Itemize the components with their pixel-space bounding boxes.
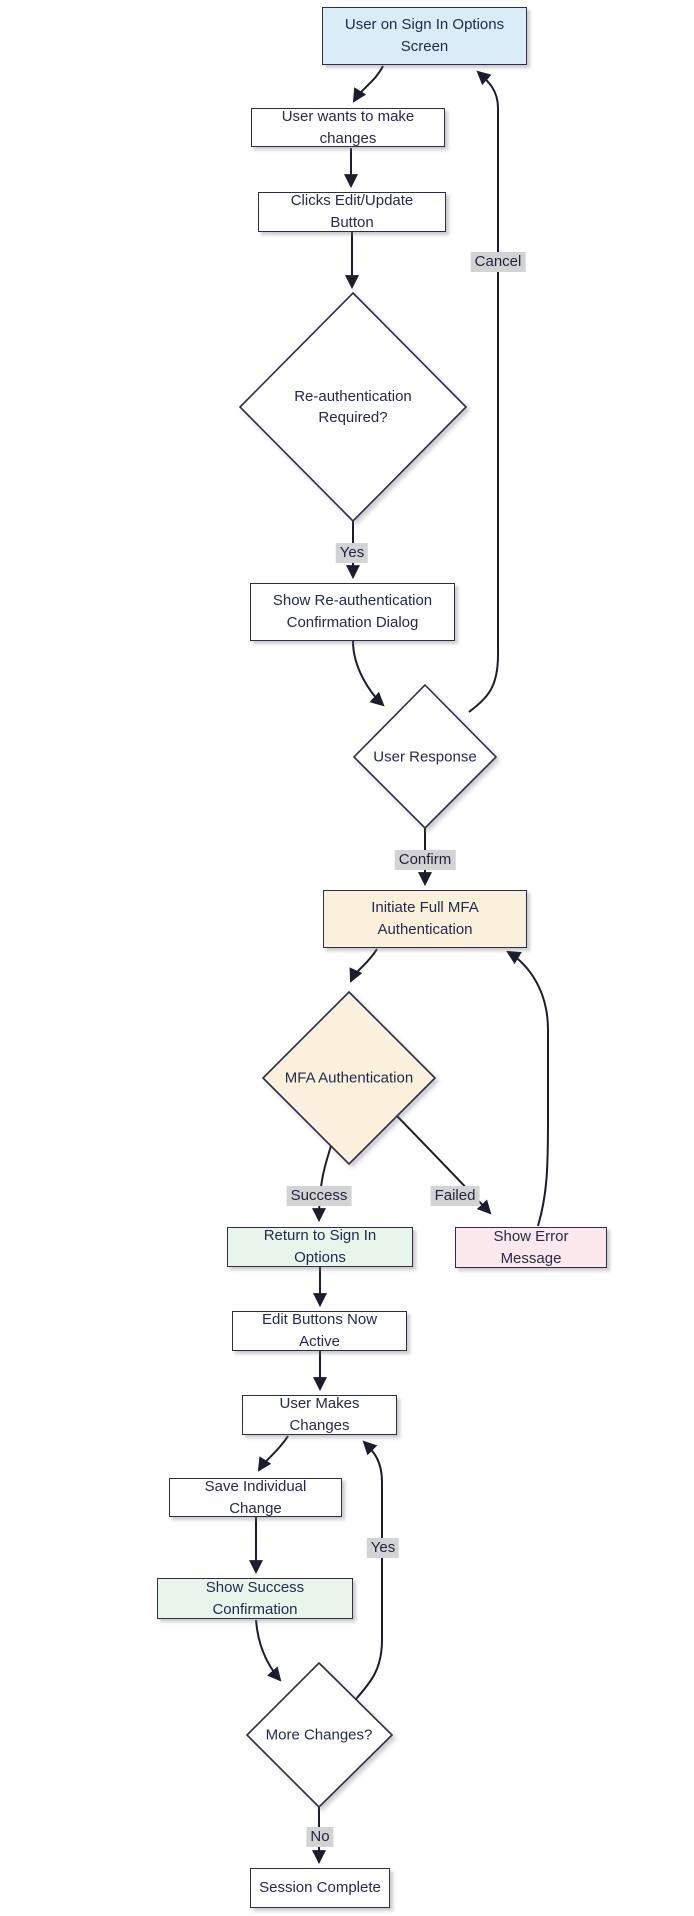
edge-label-yes-more: Yes — [366, 1538, 400, 1558]
node-label: Initiate Full MFA Authentication — [371, 899, 479, 938]
node-label: User Makes Changes — [279, 1395, 360, 1434]
node-mfa-authentication-shape — [261, 990, 437, 1166]
node-label: Clicks Edit/Update Button — [290, 192, 414, 231]
node-reauth-required-shape — [238, 291, 468, 523]
node-edit-buttons-active: Edit Buttons Now Active — [232, 1311, 407, 1351]
node-clicks-edit-button: Clicks Edit/Update Button — [258, 192, 446, 232]
edge-mfaauth-to-showerror-failed — [396, 1115, 492, 1215]
node-user-on-sign-in-options: User on Sign In Options Screen — [322, 7, 527, 65]
node-label: Show Re-authentication Confirmation Dial… — [272, 592, 433, 631]
edge-mfaauth-to-returnsignin-success — [312, 1145, 332, 1223]
node-save-individual-change: Save Individual Change — [169, 1478, 342, 1517]
node-user-wants-changes: User wants to make changes — [251, 108, 445, 147]
edge-label-yes-reauth: Yes — [335, 543, 369, 563]
node-label: Show Error Message — [493, 1227, 569, 1267]
edge-morechanges-to-usermakeschanges-yes — [355, 1440, 383, 1700]
edge-label-confirm: Confirm — [394, 850, 456, 870]
edge-successconfirm-to-morechanges — [255, 1619, 282, 1682]
node-label: Save Individual Change — [204, 1477, 307, 1517]
edge-label-cancel: Cancel — [470, 252, 526, 272]
edge-label-failed: Failed — [430, 1186, 480, 1206]
edge-showerror-to-initiatemfa — [506, 950, 549, 1227]
edge-label-success: Success — [286, 1186, 352, 1206]
node-label: Session Complete — [259, 1879, 381, 1897]
edge-showreauthdialog-to-userresponse — [352, 640, 385, 707]
node-initiate-full-mfa: Initiate Full MFA Authentication — [323, 890, 527, 948]
edge-usermakeschanges-to-savechange — [257, 1435, 289, 1472]
node-user-makes-changes: User Makes Changes — [242, 1395, 397, 1435]
edge-label-no: No — [306, 1827, 334, 1847]
node-label: User wants to make changes — [281, 107, 415, 147]
node-label: Edit Buttons Now Active — [261, 1311, 378, 1350]
node-more-changes-shape — [245, 1661, 394, 1809]
node-return-to-sign-in-options: Return to Sign In Options — [227, 1227, 413, 1267]
node-session-complete: Session Complete — [250, 1868, 390, 1908]
edge-signin-to-wantschanges — [352, 65, 384, 103]
edge-initiatemfa-to-mfaauth — [349, 948, 378, 983]
node-show-success-confirmation: Show Success Confirmation — [157, 1578, 353, 1619]
node-show-error-message: Show Error Message — [455, 1227, 607, 1268]
node-show-reauth-dialog: Show Re-authentication Confirmation Dial… — [250, 583, 455, 641]
node-label: User on Sign In Options Screen — [344, 16, 505, 55]
node-label: Show Success Confirmation — [205, 1578, 305, 1618]
node-label: Return to Sign In Options — [263, 1227, 377, 1266]
edge-userresponse-to-signin-cancel — [468, 70, 499, 713]
node-user-response-shape — [352, 683, 498, 830]
